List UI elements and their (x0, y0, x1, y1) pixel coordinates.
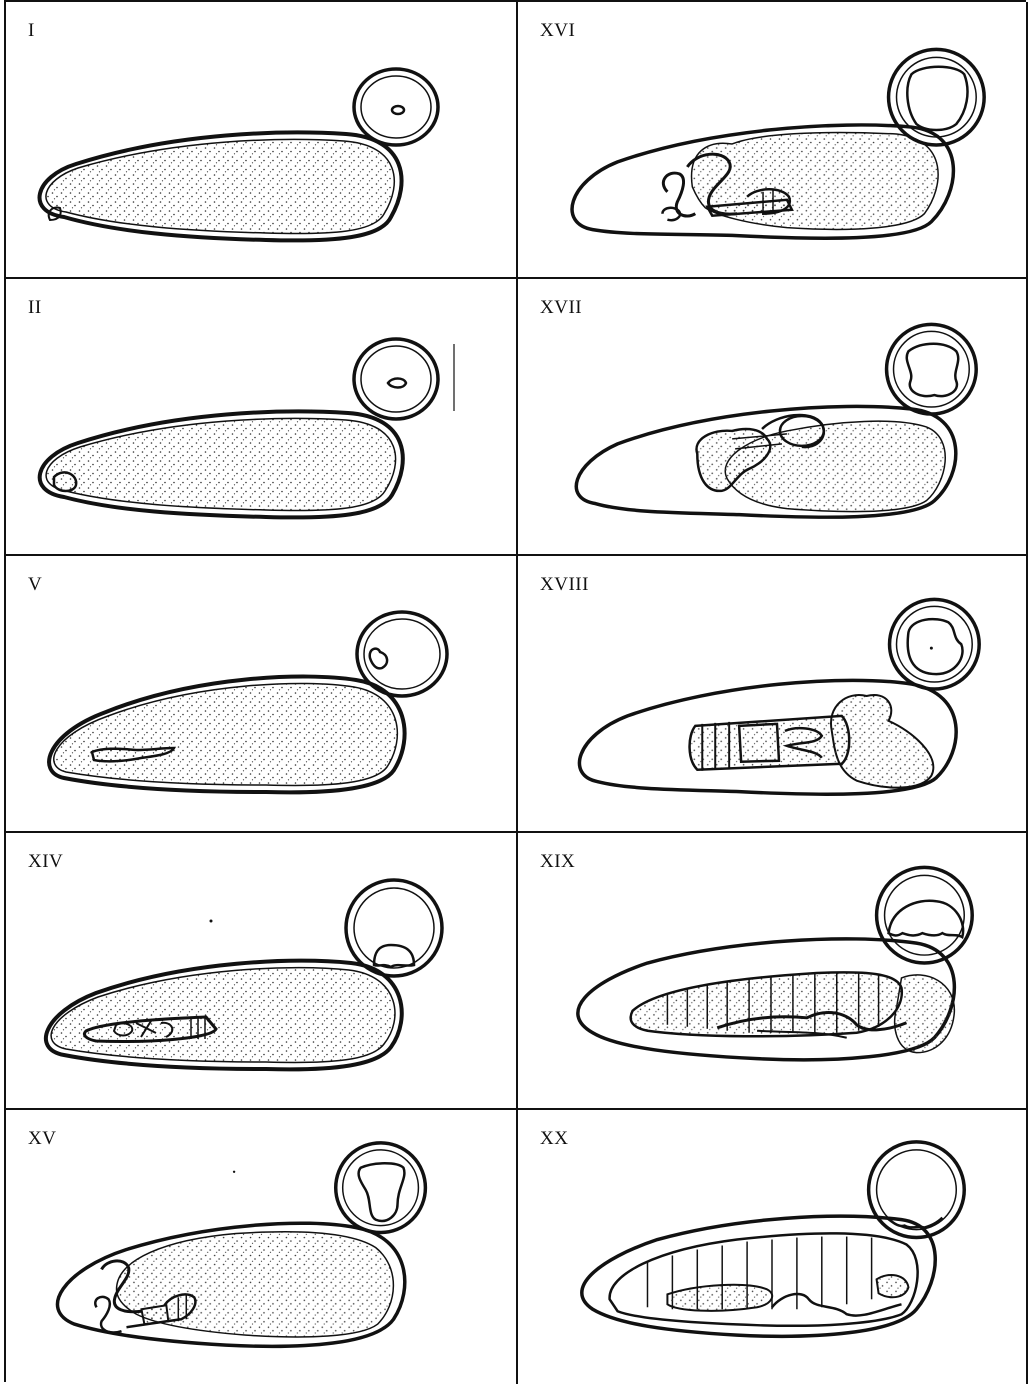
panel-stage-xv: XV (6, 1110, 518, 1384)
embryo-drawing (6, 1110, 516, 1384)
panel-stage-xiv: XIV (6, 833, 518, 1110)
embryo-drawing (518, 279, 1026, 554)
embryo-drawing (6, 279, 516, 554)
panel-stage-xvii: XVII (518, 279, 1028, 556)
embryo-drawing (518, 556, 1026, 831)
panel-stage-xviii: XVIII (518, 556, 1028, 833)
panel-stage-v: V (6, 556, 518, 833)
embryo-drawing (6, 833, 516, 1108)
panel-stage-xvi: XVI (518, 2, 1028, 279)
panel-stage-xix: XIX (518, 833, 1028, 1110)
panel-stage-ii: II (6, 279, 518, 556)
embryo-drawing (518, 833, 1026, 1108)
embryo-drawing (518, 1110, 1026, 1384)
embryo-drawing (6, 556, 516, 831)
panel-stage-i: I (6, 2, 518, 279)
embryo-drawing (518, 2, 1026, 277)
embryo-drawing (6, 2, 516, 277)
embryo-stage-figure: I XVI II (4, 0, 1026, 1382)
panel-stage-xx: XX (518, 1110, 1028, 1384)
